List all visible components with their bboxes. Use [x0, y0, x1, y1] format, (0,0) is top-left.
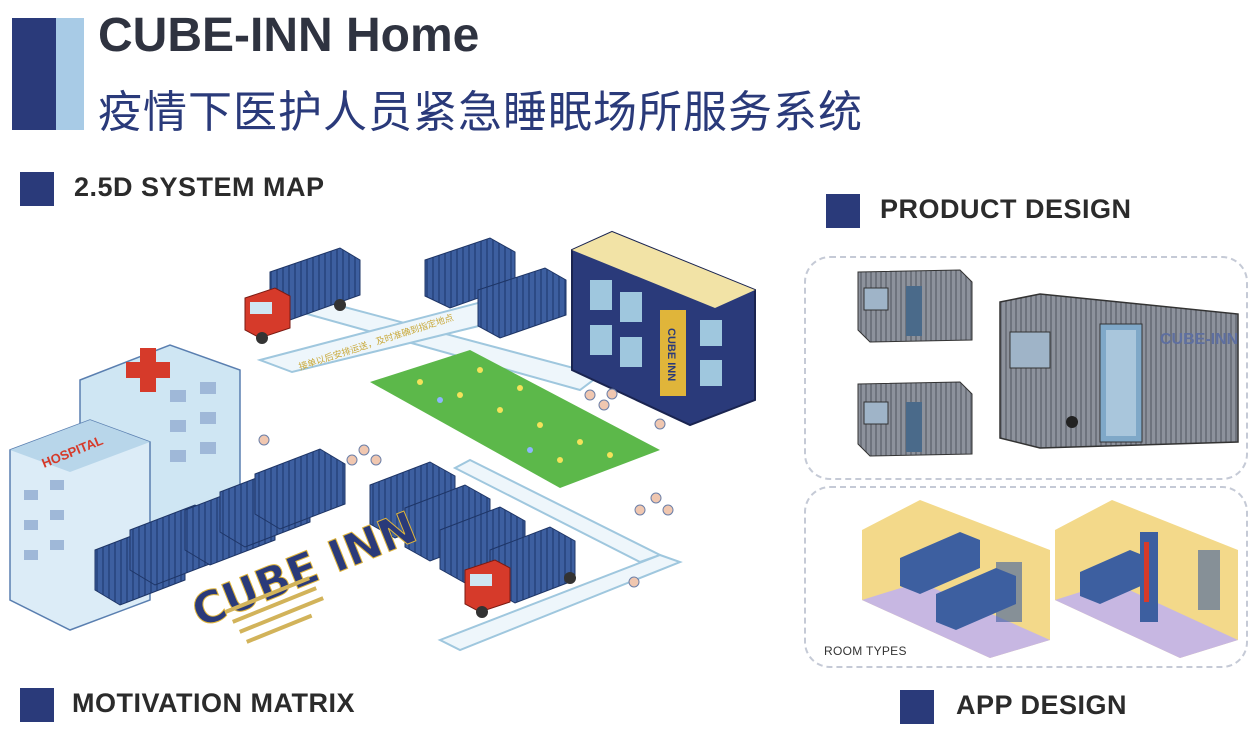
page-title: CUBE-INN Home — [98, 9, 480, 62]
section-title-app-design: APP DESIGN — [956, 690, 1128, 720]
container-cluster-bottom-right — [369, 461, 576, 604]
product-design-panel — [804, 256, 1248, 480]
section-marker-system-map — [20, 172, 54, 206]
product-renders: CUBE-INN — [857, 269, 1239, 457]
header-accent-bar-light — [56, 18, 84, 130]
container-render-small-top — [857, 269, 973, 343]
flowers — [417, 367, 613, 463]
section-title-product-design: PRODUCT DESIGN — [880, 194, 1132, 224]
hospital-building: HOSPITAL — [9, 344, 241, 631]
system-map-illustration: 接单以后安排运送，及时准确到指定地点 HOSPITAL — [9, 230, 756, 652]
container-render-large — [999, 293, 1239, 449]
room-type-renders — [862, 500, 1238, 658]
section-marker-motivation-matrix — [20, 688, 54, 722]
room-type-2 — [1055, 500, 1238, 658]
cube-inn-building: CUBE INN — [571, 230, 756, 427]
room-type-1 — [862, 500, 1050, 658]
page-subtitle: 疫情下医护人员紧急睡眠场所服务系统 — [98, 87, 863, 138]
building-sign: CUBE INN — [665, 328, 677, 381]
container-cluster-bottom-left — [94, 448, 346, 606]
truck-bottom — [464, 559, 576, 618]
people — [258, 388, 674, 588]
section-marker-app-design — [900, 690, 934, 724]
section-title-motivation-matrix: MOTIVATION MATRIX — [72, 688, 355, 718]
room-types-panel — [804, 486, 1248, 668]
header-accent-bar-dark — [12, 18, 56, 130]
truck-top — [244, 287, 346, 344]
description-text-block — [225, 576, 324, 644]
room-types-label: ROOM TYPES — [824, 644, 907, 658]
container-brand-label: CUBE-INN — [1160, 331, 1238, 348]
grass-field — [370, 350, 660, 488]
section-marker-product-design — [826, 194, 860, 228]
section-title-system-map: 2.5D SYSTEM MAP — [74, 172, 325, 202]
container-render-small-bottom — [857, 381, 973, 457]
